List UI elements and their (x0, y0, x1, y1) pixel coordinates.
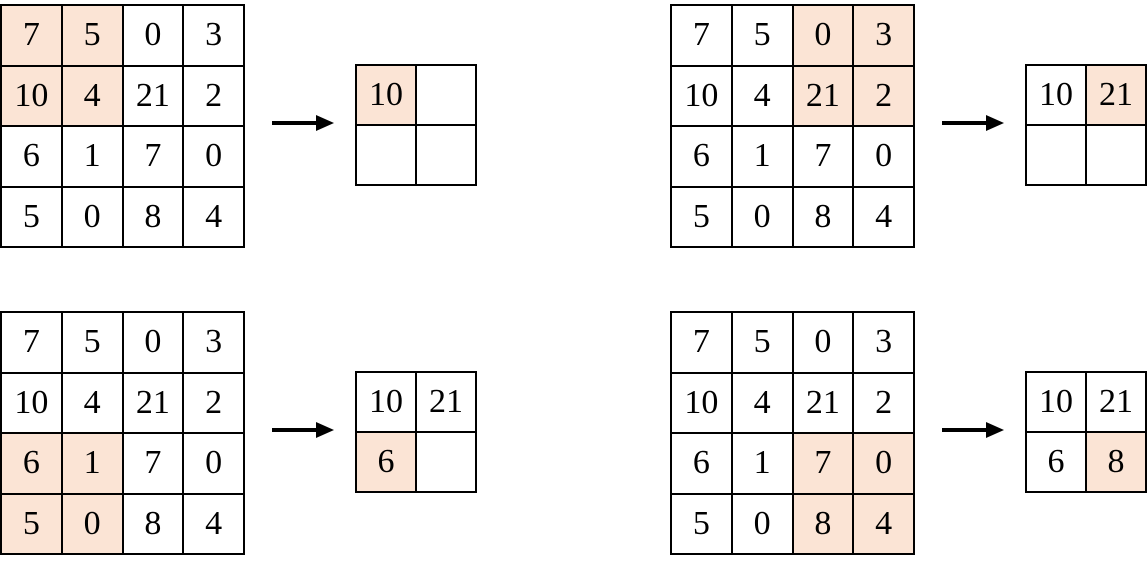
output-cell: 8 (1087, 433, 1147, 493)
input-cell: 2 (184, 373, 245, 434)
input-cell: 4 (184, 494, 245, 555)
input-cell: 8 (123, 494, 185, 555)
input-cell: 3 (854, 313, 915, 374)
input-cell: 3 (184, 6, 245, 67)
input-cell: 7 (2, 6, 63, 67)
input-cell: 0 (123, 6, 185, 67)
output-cell: 10 (357, 66, 417, 126)
input-cell: 0 (854, 127, 915, 188)
input-cell: 8 (793, 494, 855, 555)
input-cell: 7 (793, 434, 855, 495)
right-arrow-icon (942, 115, 1004, 131)
input-matrix: 7 5 0 3 10 4 21 2 6 1 7 0 5 0 8 4 (0, 4, 245, 248)
input-cell: 3 (854, 6, 915, 67)
input-matrix: 7 5 0 3 10 4 21 2 6 1 7 0 5 0 8 4 (0, 311, 245, 555)
input-cell: 2 (184, 66, 245, 127)
input-cell: 5 (732, 6, 794, 67)
input-cell: 4 (854, 187, 915, 248)
input-cell: 21 (123, 373, 185, 434)
input-cell: 0 (184, 434, 245, 495)
input-cell: 5 (62, 313, 124, 374)
input-cell: 8 (123, 187, 185, 248)
input-cell: 2 (854, 66, 915, 127)
output-cell (417, 66, 477, 126)
input-cell: 1 (732, 434, 794, 495)
input-cell: 10 (672, 373, 733, 434)
output-matrix: 10 21 6 (355, 371, 477, 493)
input-cell: 4 (732, 373, 794, 434)
output-cell (1087, 126, 1147, 186)
input-cell: 21 (793, 373, 855, 434)
input-cell: 21 (123, 66, 185, 127)
pooling-step-4: 7 5 0 3 10 4 21 2 6 1 7 0 5 0 8 4 10 21 … (670, 311, 1147, 555)
output-cell: 10 (1027, 66, 1087, 126)
input-cell: 4 (854, 494, 915, 555)
right-arrow-icon (272, 115, 334, 131)
pooling-step-3: 7 5 0 3 10 4 21 2 6 1 7 0 5 0 8 4 10 21 … (0, 311, 477, 555)
output-cell (417, 126, 477, 186)
input-cell: 0 (732, 187, 794, 248)
input-cell: 4 (184, 187, 245, 248)
output-matrix: 10 (355, 64, 477, 186)
input-cell: 10 (2, 373, 63, 434)
input-cell: 5 (732, 313, 794, 374)
input-cell: 0 (793, 313, 855, 374)
input-cell: 8 (793, 187, 855, 248)
pooling-step-2: 7 5 0 3 10 4 21 2 6 1 7 0 5 0 8 4 10 21 (670, 4, 1147, 248)
input-cell: 0 (732, 494, 794, 555)
input-cell: 6 (2, 434, 63, 495)
input-cell: 0 (793, 6, 855, 67)
input-cell: 6 (2, 127, 63, 188)
output-cell (417, 433, 477, 493)
pooling-step-1: 7 5 0 3 10 4 21 2 6 1 7 0 5 0 8 4 10 (0, 4, 477, 248)
input-cell: 6 (672, 127, 733, 188)
output-cell: 6 (357, 433, 417, 493)
input-cell: 5 (62, 6, 124, 67)
output-cell (1027, 126, 1087, 186)
output-cell: 21 (1087, 66, 1147, 126)
input-cell: 4 (732, 66, 794, 127)
input-cell: 5 (672, 187, 733, 248)
output-cell: 10 (357, 373, 417, 433)
input-cell: 3 (184, 313, 245, 374)
input-cell: 1 (62, 127, 124, 188)
input-matrix: 7 5 0 3 10 4 21 2 6 1 7 0 5 0 8 4 (670, 4, 915, 248)
input-cell: 10 (2, 66, 63, 127)
input-cell: 7 (123, 127, 185, 188)
input-cell: 2 (854, 373, 915, 434)
input-cell: 0 (62, 494, 124, 555)
input-cell: 0 (854, 434, 915, 495)
output-cell (357, 126, 417, 186)
output-matrix: 10 21 6 8 (1025, 371, 1147, 493)
right-arrow-icon (942, 422, 1004, 438)
input-cell: 4 (62, 66, 124, 127)
input-cell: 1 (62, 434, 124, 495)
input-cell: 0 (123, 313, 185, 374)
input-cell: 5 (2, 187, 63, 248)
input-cell: 7 (672, 313, 733, 374)
output-cell: 6 (1027, 433, 1087, 493)
input-matrix: 7 5 0 3 10 4 21 2 6 1 7 0 5 0 8 4 (670, 311, 915, 555)
output-cell: 10 (1027, 373, 1087, 433)
output-cell: 21 (1087, 373, 1147, 433)
input-cell: 7 (123, 434, 185, 495)
output-cell: 21 (417, 373, 477, 433)
input-cell: 4 (62, 373, 124, 434)
input-cell: 1 (732, 127, 794, 188)
output-matrix: 10 21 (1025, 64, 1147, 186)
input-cell: 6 (672, 434, 733, 495)
input-cell: 0 (184, 127, 245, 188)
input-cell: 7 (2, 313, 63, 374)
right-arrow-icon (272, 422, 334, 438)
input-cell: 7 (793, 127, 855, 188)
input-cell: 7 (672, 6, 733, 67)
input-cell: 21 (793, 66, 855, 127)
input-cell: 10 (672, 66, 733, 127)
input-cell: 0 (62, 187, 124, 248)
input-cell: 5 (672, 494, 733, 555)
input-cell: 5 (2, 494, 63, 555)
